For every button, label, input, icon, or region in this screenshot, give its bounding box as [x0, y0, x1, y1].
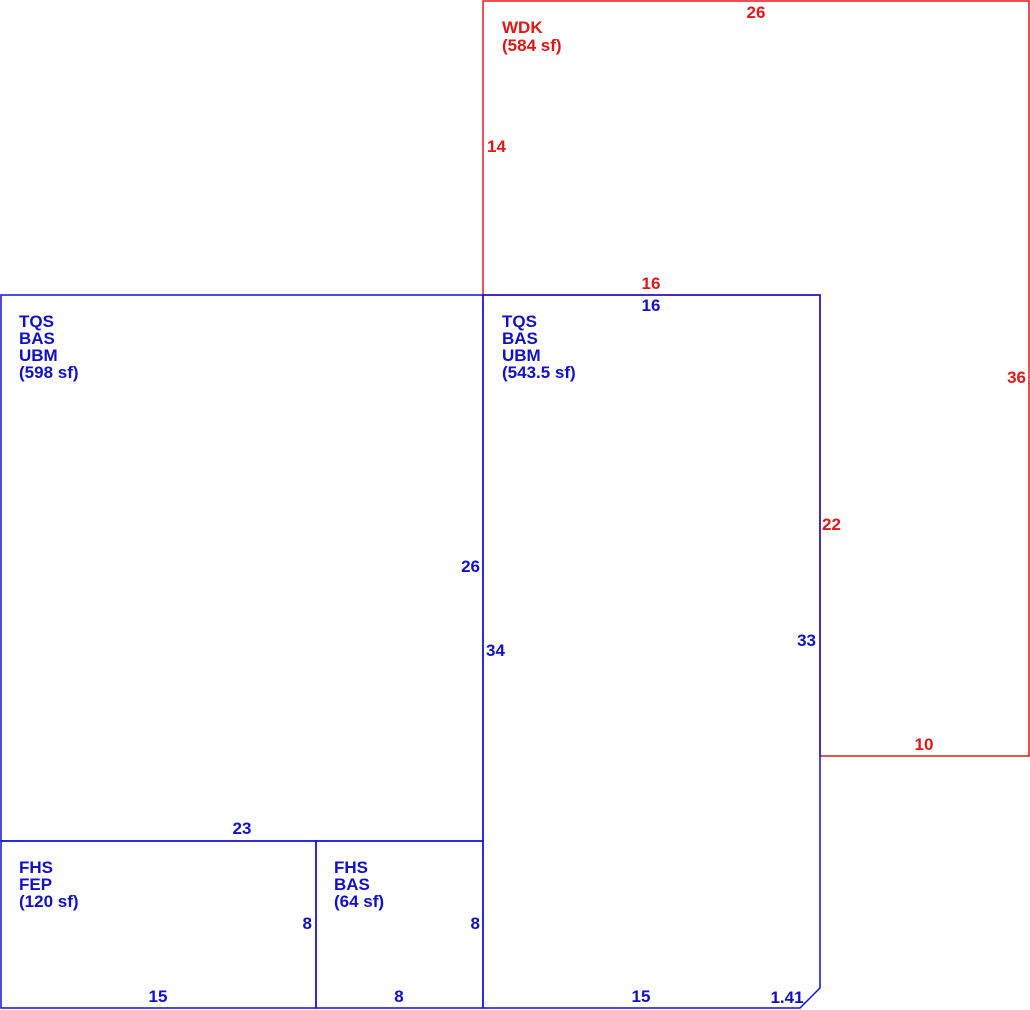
wdk-code: WDK: [502, 18, 543, 37]
wdk-dim-inner-right: 22: [822, 515, 841, 534]
fhs-fep-dim-bottom: 15: [149, 987, 168, 1006]
tqs-left-line-3: UBM: [19, 346, 58, 365]
tqs-left-dim-bottom: 23: [233, 819, 252, 838]
fhs-bas-line-1: FHS: [334, 858, 368, 877]
tqs-left-dim-right: 26: [461, 557, 480, 576]
tqs-right-dim-right: 33: [797, 631, 816, 650]
fhs-fep-dim-right: 8: [303, 914, 312, 933]
fhs-fep-area-sf: (120 sf): [19, 892, 79, 911]
tqs-left-line-1: TQS: [19, 312, 54, 331]
fhs-bas-dim-right: 8: [471, 914, 480, 933]
fhs-bas-line-2: BAS: [334, 875, 370, 894]
wdk-dim-bottom: 10: [915, 735, 934, 754]
tqs-right-line-3: UBM: [502, 346, 541, 365]
tqs-left-labels: TQS BAS UBM (598 sf) 26 23: [19, 312, 480, 838]
wdk-dim-left: 14: [487, 137, 506, 156]
wdk-dim-right: 36: [1007, 368, 1026, 387]
tqs-right-area-sf: (543.5 sf): [502, 363, 576, 382]
tqs-right-dim-left: 34: [486, 641, 505, 660]
fhs-fep-labels: FHS FEP (120 sf) 8 15: [19, 858, 312, 1006]
wdk-dim-top: 26: [747, 3, 766, 22]
fhs-bas-labels: FHS BAS (64 sf) 8 8: [334, 858, 480, 1006]
wdk-labels: WDK (584 sf) 26 14 36 16 22 10: [487, 3, 1026, 754]
tqs-right-line-1: TQS: [502, 312, 537, 331]
tqs-right-dim-corner: 1.41: [770, 988, 803, 1007]
tqs-right-labels: TQS BAS UBM (543.5 sf) 16 34 33 15 1.41: [486, 296, 816, 1007]
tqs-right-outline: [482, 294, 821, 1009]
building-outlines: [0, 294, 821, 1009]
fhs-bas-outline: [315, 840, 484, 1009]
tqs-right-dim-bottom: 15: [632, 987, 651, 1006]
tqs-left-area-sf: (598 sf): [19, 363, 79, 382]
wdk-dim-inner-top: 16: [642, 274, 661, 293]
wdk-area-sf: (584 sf): [502, 36, 562, 55]
fhs-bas-dim-bottom: 8: [394, 987, 403, 1006]
fhs-fep-line-2: FEP: [19, 875, 52, 894]
fhs-fep-line-1: FHS: [19, 858, 53, 877]
fhs-bas-area-sf: (64 sf): [334, 892, 384, 911]
tqs-right-dim-top: 16: [642, 296, 661, 315]
tqs-left-line-2: BAS: [19, 329, 55, 348]
tqs-right-line-2: BAS: [502, 329, 538, 348]
